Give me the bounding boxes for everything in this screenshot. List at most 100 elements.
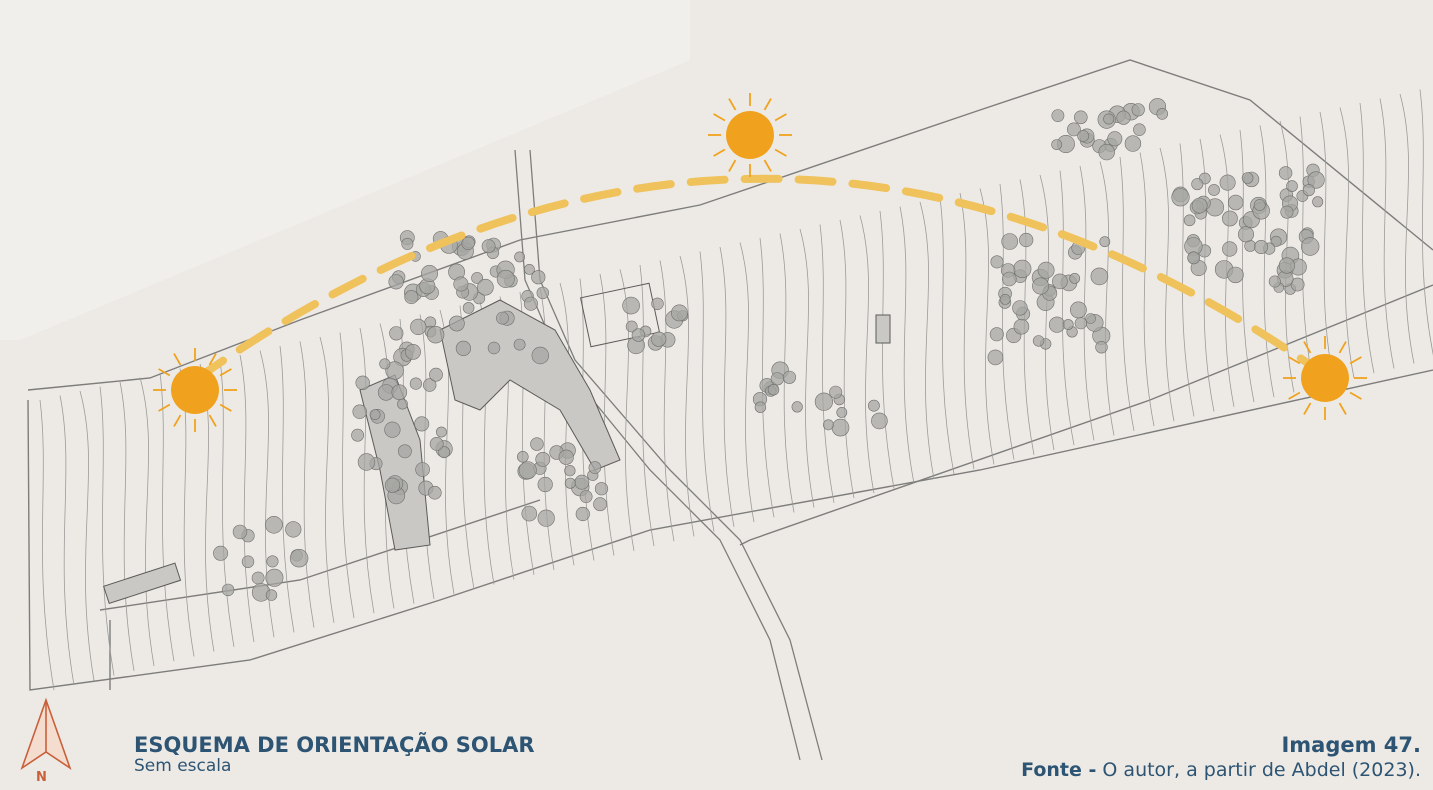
contour-line — [779, 233, 795, 513]
tree-icon — [1302, 184, 1315, 197]
zenith-sun-icon — [708, 93, 792, 177]
tree-icon — [415, 462, 430, 477]
contour-line — [1359, 102, 1375, 374]
tree-icon — [221, 583, 235, 597]
contour-line — [1059, 170, 1075, 446]
tree-icon — [285, 521, 302, 538]
tree-icon — [1048, 316, 1066, 333]
tree-icon — [357, 453, 376, 471]
contour-line — [859, 215, 875, 494]
tree-icon — [455, 340, 472, 357]
contour-line — [1339, 107, 1355, 379]
tree-icon — [1062, 319, 1074, 330]
tree-icon — [426, 326, 445, 344]
tree-icon — [1052, 273, 1068, 290]
tree-icon — [241, 555, 255, 568]
tree-icon — [453, 276, 469, 292]
tree-icon — [1300, 237, 1320, 256]
contour-line — [919, 201, 935, 479]
contour-line — [1419, 89, 1433, 356]
north-letter: N — [36, 770, 47, 785]
contour-line — [979, 188, 995, 465]
tree-icon — [429, 367, 443, 382]
contour-line — [1039, 174, 1055, 451]
tree-icon — [1254, 240, 1269, 255]
tree-icon — [1191, 178, 1204, 191]
contour-line — [419, 314, 435, 599]
trees — [213, 98, 1325, 602]
contour-line — [899, 206, 915, 484]
tree-icon — [414, 416, 430, 432]
tree-icon — [213, 545, 229, 561]
tree-icon — [1074, 110, 1088, 125]
contour-line — [1179, 143, 1195, 417]
contour-line — [1379, 98, 1395, 369]
tree-icon — [1238, 226, 1255, 243]
contour-line — [879, 210, 895, 489]
tree-icon — [487, 341, 501, 355]
source-text: O autor, a partir de Abdel (2023). — [1096, 759, 1421, 781]
building-small-left — [102, 562, 182, 605]
tree-icon — [384, 421, 401, 438]
tree-icon — [625, 320, 638, 333]
tree-icon — [564, 477, 576, 489]
tree-icon — [516, 450, 529, 463]
tree-icon — [1133, 123, 1146, 136]
contour-line — [39, 399, 55, 691]
tree-icon — [1208, 184, 1220, 196]
tree-icon — [513, 338, 526, 351]
tree-icon — [404, 290, 419, 305]
tree-icon — [622, 296, 640, 315]
contour-line — [739, 242, 755, 523]
tree-icon — [1227, 194, 1244, 211]
tree-icon — [1013, 259, 1032, 279]
tree-icon — [1286, 180, 1298, 192]
contour-line — [1159, 147, 1175, 422]
tree-icon — [767, 384, 780, 396]
tree-icon — [523, 296, 538, 311]
contour-line — [59, 395, 75, 686]
tree-icon — [1067, 122, 1081, 137]
tree-icon — [823, 419, 834, 431]
tree-icon — [389, 326, 404, 341]
tree-icon — [593, 497, 607, 512]
contour-line — [799, 228, 815, 508]
contour-line — [939, 197, 955, 475]
tree-icon — [1070, 301, 1087, 319]
tree-icon — [232, 524, 248, 540]
contour-line — [339, 332, 355, 619]
tree-icon — [536, 286, 549, 300]
building-lot-upper — [579, 282, 661, 348]
tree-icon — [1013, 318, 1030, 335]
tree-icon — [651, 331, 667, 347]
tree-icon — [1156, 108, 1168, 120]
contour-line — [99, 386, 115, 676]
tree-icon — [537, 476, 553, 493]
tree-icon — [521, 505, 538, 522]
tree-icon — [831, 418, 850, 437]
figure-title: ESQUEMA DE ORIENTAÇÃO SOLAR — [134, 733, 535, 757]
tree-icon — [1085, 313, 1096, 324]
tree-icon — [1280, 205, 1294, 219]
tree-icon — [535, 451, 551, 467]
tree-icon — [355, 375, 370, 390]
tree-icon — [496, 311, 509, 325]
contour-line — [1219, 134, 1235, 407]
tree-icon — [397, 398, 408, 410]
tree-icon — [1187, 251, 1201, 265]
tree-icon — [471, 272, 483, 284]
tree-icon — [1116, 110, 1131, 125]
tree-icon — [1222, 210, 1238, 227]
tree-icon — [1312, 196, 1324, 208]
tree-icon — [1098, 143, 1115, 161]
tree-icon — [836, 406, 848, 418]
tree-icon — [401, 237, 414, 250]
contour-line — [239, 354, 255, 643]
tree-icon — [1077, 130, 1090, 142]
contour-line — [279, 345, 295, 633]
contour-line — [1399, 93, 1415, 364]
tree-icon — [477, 278, 494, 296]
tree-icon — [265, 568, 284, 587]
tree-icon — [448, 315, 465, 332]
tree-icon — [1051, 109, 1065, 122]
